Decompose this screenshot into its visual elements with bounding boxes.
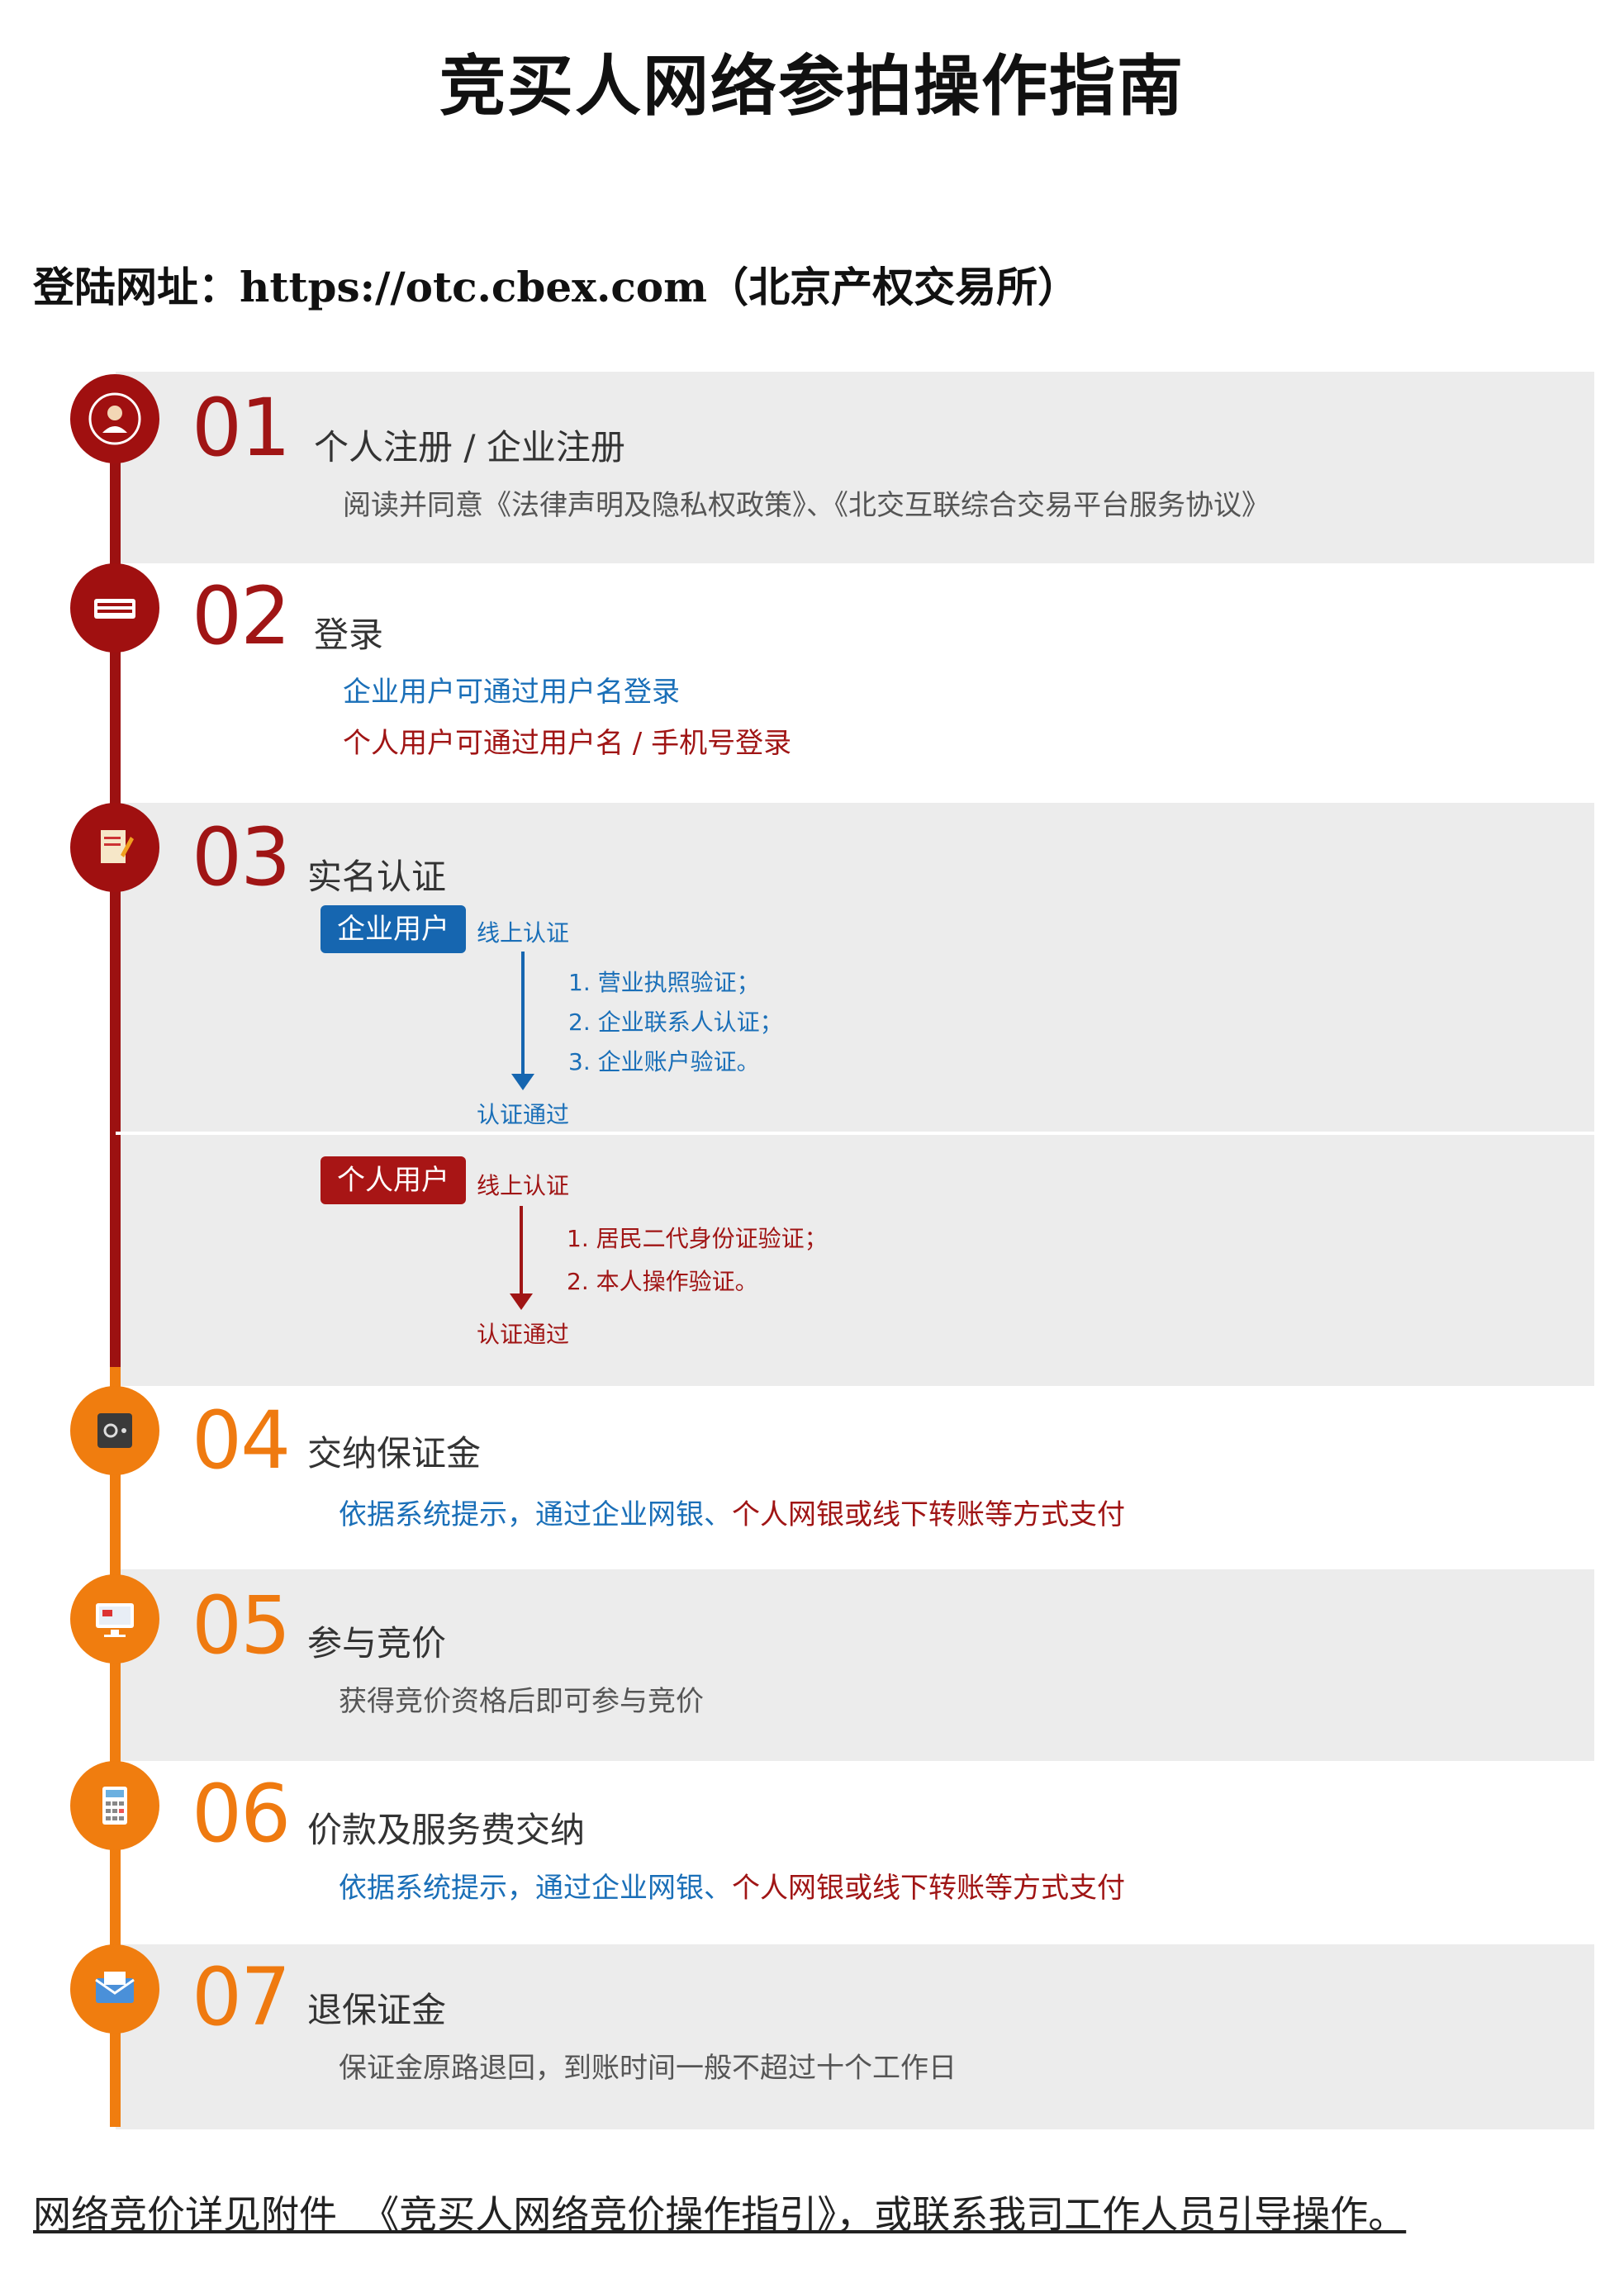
step-05-panel — [116, 1569, 1594, 1761]
step-07-number: 07 — [192, 1951, 291, 2043]
enterprise-item-1: 1. 营业执照验证； — [568, 969, 760, 996]
personal-user-badge: 个人用户 — [321, 1156, 466, 1204]
step-01-heading: 个人注册 / 企业注册 — [314, 427, 625, 468]
step-02-panel — [116, 563, 1594, 803]
step-02-enterprise-login: 企业用户可通过用户名登录 — [343, 676, 680, 709]
calculator-icon — [70, 1761, 159, 1850]
step-05-desc: 获得竞价资格后即可参与竞价 — [339, 1685, 704, 1718]
enterprise-online-label: 线上认证 — [477, 919, 570, 947]
personal-online-label: 线上认证 — [477, 1172, 570, 1199]
enterprise-item-2: 2. 企业联系人认证； — [568, 1009, 783, 1036]
personal-arrowhead — [510, 1293, 533, 1310]
monitor-icon — [70, 1574, 159, 1664]
step-06-number: 06 — [192, 1768, 291, 1860]
step-04-panel — [116, 1386, 1594, 1569]
step-05-heading: 参与竞价 — [307, 1623, 447, 1664]
page-title: 竞买人网络参拍操作指南 — [439, 48, 1185, 125]
step-03-divider — [116, 1132, 1594, 1135]
step-02-number: 02 — [192, 570, 291, 662]
personal-pass-label: 认证通过 — [477, 1321, 570, 1348]
user-icon — [70, 374, 159, 463]
personal-item-1: 1. 居民二代身份证验证； — [567, 1225, 828, 1252]
step-05-number: 05 — [192, 1579, 291, 1672]
step-03-panel — [116, 803, 1594, 1386]
enterprise-pass-label: 认证通过 — [477, 1101, 570, 1128]
step-04-desc-red: 个人网银或线下转账等方式支付 — [732, 1498, 1125, 1531]
step-01-desc: 阅读并同意《法律声明及隐私权政策》、《北交互联综合交易平台服务协议》 — [343, 489, 1270, 522]
enterprise-user-badge: 企业用户 — [321, 905, 466, 953]
step-04-number: 04 — [192, 1394, 291, 1487]
step-02-heading: 登录 — [314, 615, 384, 655]
step-07-desc: 保证金原路退回，到账时间一般不超过十个工作日 — [339, 2052, 957, 2085]
step-07-heading: 退保证金 — [307, 1990, 447, 2030]
keyboard-icon — [70, 563, 159, 653]
timeline-orange-line — [110, 1367, 121, 2127]
step-03-heading: 实名认证 — [307, 857, 447, 897]
step-01-number: 01 — [192, 382, 291, 474]
enterprise-arrowhead — [511, 1074, 534, 1090]
step-06-desc: 依据系统提示，通过企业网银、个人网银或线下转账等方式支付 — [339, 1865, 1125, 1906]
step-01-panel — [116, 372, 1594, 563]
personal-item-2: 2. 本人操作验证。 — [567, 1268, 758, 1295]
enterprise-item-3: 3. 企业账户验证。 — [568, 1048, 760, 1075]
step-06-panel — [116, 1761, 1594, 1944]
step-06-heading: 价款及服务费交纳 — [307, 1810, 586, 1850]
envelope-icon — [70, 1944, 159, 2034]
certificate-edit-icon — [70, 803, 159, 892]
safe-icon — [70, 1386, 159, 1475]
step-07-panel — [116, 1944, 1594, 2129]
step-04-desc: 依据系统提示，通过企业网银、个人网银或线下转账等方式支付 — [339, 1492, 1125, 1532]
step-06-desc-red: 个人网银或线下转账等方式支付 — [732, 1872, 1125, 1905]
step-03-number: 03 — [192, 811, 291, 904]
step-02-personal-login: 个人用户可通过用户名 / 手机号登录 — [343, 727, 792, 760]
enterprise-arrow — [521, 952, 525, 1075]
login-url-line: 登陆网址：https://otc.cbex.com（北京产权交易所） — [33, 263, 1080, 311]
footer-note: 网络竞价详见附件 《竞买人网络竞价操作指引》，或联系我司工作人员引导操作。 — [33, 2192, 1407, 2237]
step-04-desc-blue: 依据系统提示，通过企业网银、 — [339, 1498, 732, 1531]
personal-arrow — [520, 1206, 523, 1295]
step-04-heading: 交纳保证金 — [307, 1433, 482, 1474]
step-06-desc-blue: 依据系统提示，通过企业网银、 — [339, 1872, 732, 1905]
